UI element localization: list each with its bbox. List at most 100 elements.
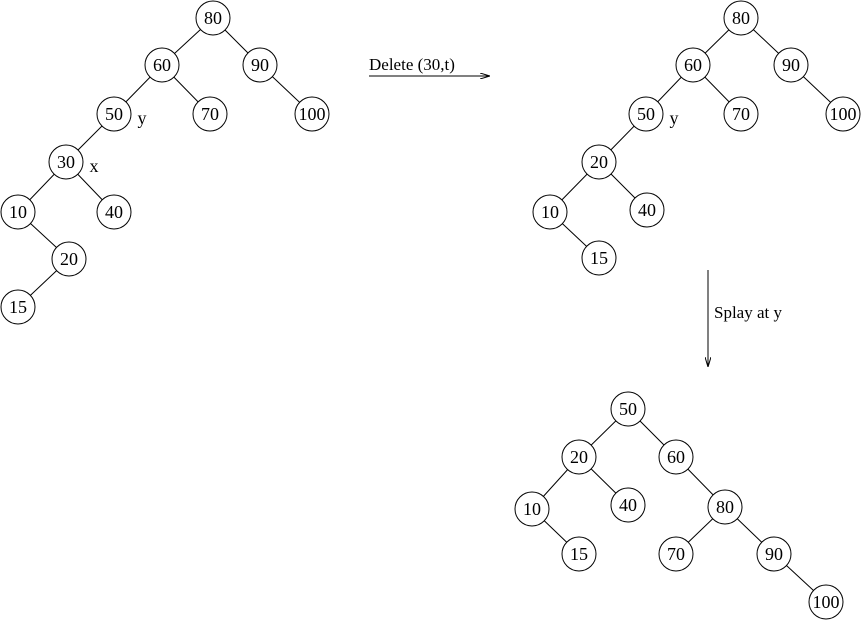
node-circle xyxy=(96,96,132,132)
node-circle xyxy=(773,47,809,83)
node-circle xyxy=(707,489,743,525)
tree-node: 10 xyxy=(514,491,550,527)
node-label: 15 xyxy=(590,248,608,268)
tree-edge xyxy=(29,173,55,201)
tree-edge xyxy=(639,420,665,446)
node-label: 80 xyxy=(732,8,750,28)
node-circle xyxy=(192,96,228,132)
tree-node: 50 xyxy=(628,96,664,132)
node-circle xyxy=(144,47,180,83)
tree-node: 30 xyxy=(48,144,84,180)
tree-node: 20 xyxy=(561,439,597,475)
tree-node: 80 xyxy=(723,0,759,36)
tree-edge xyxy=(736,518,763,543)
tree-node: 90 xyxy=(756,536,792,572)
node-label: 70 xyxy=(667,544,685,564)
node-label: 100 xyxy=(813,592,840,612)
node-label: 60 xyxy=(667,447,685,467)
tree-node: 100 xyxy=(808,584,844,620)
node-circle xyxy=(756,536,792,572)
tags-layer: yxy xyxy=(90,108,679,176)
edges-layer xyxy=(29,29,831,591)
tree-edge xyxy=(590,420,617,446)
node-label: 50 xyxy=(637,104,655,124)
node-circle xyxy=(561,536,597,572)
tree-node: 20 xyxy=(581,144,617,180)
node-circle xyxy=(0,194,36,230)
node-label: 90 xyxy=(251,55,269,75)
node-label: 100 xyxy=(299,104,326,124)
node-circle xyxy=(825,96,861,132)
node-circle xyxy=(610,487,646,523)
node-circle xyxy=(96,194,132,230)
node-circle xyxy=(610,391,646,427)
tree-node: 50 xyxy=(96,96,132,132)
node-circle xyxy=(294,96,330,132)
node-circle xyxy=(48,144,84,180)
node-label: 40 xyxy=(619,495,637,515)
tree-node: 10 xyxy=(532,194,568,230)
node-label: 80 xyxy=(716,497,734,517)
node-label: 90 xyxy=(782,55,800,75)
node-label: 60 xyxy=(153,55,171,75)
node-circle xyxy=(532,194,568,230)
node-label: 90 xyxy=(765,544,783,564)
tree-edge xyxy=(173,76,199,103)
node-circle xyxy=(628,96,664,132)
tree-node: 40 xyxy=(610,487,646,523)
node-label: 20 xyxy=(60,249,78,269)
node-label: 30 xyxy=(57,152,75,172)
tree-edge xyxy=(803,76,831,103)
tree-node: 70 xyxy=(192,96,228,132)
tree-edge xyxy=(224,29,249,54)
node-circle xyxy=(195,0,231,36)
node-label: 60 xyxy=(684,55,702,75)
node-label: 15 xyxy=(570,544,588,564)
tree-edge xyxy=(125,76,151,103)
node-circle xyxy=(0,289,36,325)
tree-edge xyxy=(610,125,635,151)
node-label: 80 xyxy=(204,8,222,28)
tree-edge xyxy=(704,76,730,103)
tree-edge xyxy=(543,520,568,543)
tree-edge xyxy=(753,29,779,54)
node-label: 10 xyxy=(541,202,559,222)
tree-edge xyxy=(77,173,103,201)
node-circle xyxy=(242,47,278,83)
tree-node: 40 xyxy=(629,192,665,228)
node-tag-y: y xyxy=(138,108,147,128)
tree-edge xyxy=(562,223,587,247)
tree-edge xyxy=(561,173,588,201)
tree-node: 90 xyxy=(773,47,809,83)
node-label: 15 xyxy=(9,297,27,317)
node-label: 100 xyxy=(830,104,857,124)
tree-edge xyxy=(30,270,57,296)
tree-node: 60 xyxy=(144,47,180,83)
node-circle xyxy=(514,491,550,527)
tree-edge xyxy=(77,125,103,151)
tree-edge xyxy=(272,76,300,103)
tree-node: 20 xyxy=(51,241,87,277)
tree-edge xyxy=(687,468,714,496)
node-circle xyxy=(675,47,711,83)
node-label: 10 xyxy=(9,202,27,222)
tree-edge xyxy=(786,565,814,591)
tree-edge xyxy=(687,518,714,543)
node-circle xyxy=(723,0,759,36)
node-tag-y: y xyxy=(670,108,679,128)
node-circle xyxy=(723,96,759,132)
tree-node: 70 xyxy=(658,536,694,572)
tree-node: 50 xyxy=(610,391,646,427)
node-circle xyxy=(658,536,694,572)
tree-edge xyxy=(30,223,57,248)
node-circle xyxy=(629,192,665,228)
tree-node: 60 xyxy=(675,47,711,83)
tree-edge xyxy=(590,468,617,494)
node-label: 20 xyxy=(570,447,588,467)
node-label: 50 xyxy=(619,399,637,419)
tree-node: 90 xyxy=(242,47,278,83)
tree-node: 80 xyxy=(195,0,231,36)
node-circle xyxy=(51,241,87,277)
